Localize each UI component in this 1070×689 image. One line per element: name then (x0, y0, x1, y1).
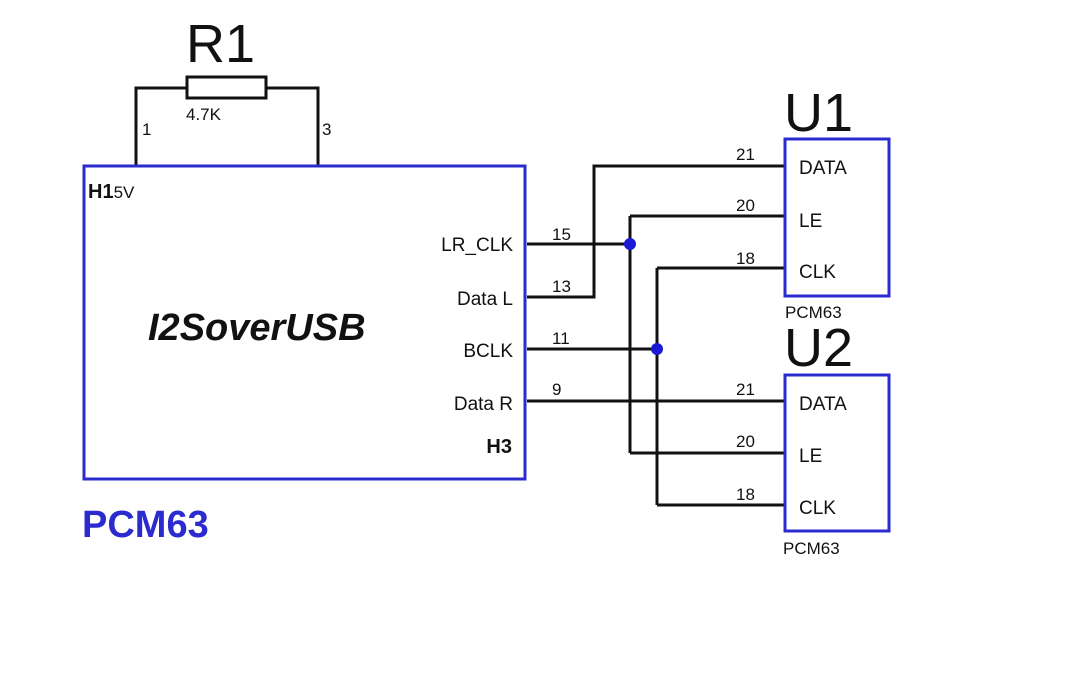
r1-wire (134, 86, 320, 165)
main-pin-bclk-name: BCLK (463, 341, 513, 362)
u1-pin-le-number: 20 (736, 196, 755, 215)
u1-outline (783, 137, 891, 298)
main-block-part-label: PCM63 (82, 504, 209, 546)
main-pin-datar-name: Data R (454, 394, 513, 415)
r1-pin-left-number: 1 (142, 120, 151, 139)
resistor-r1: R1 4.7K 1 3 (134, 14, 331, 165)
u1-pin-clk-name: CLK (799, 262, 836, 283)
main-block-footer-label: H3 (486, 436, 512, 458)
main-pin-lrclk-name: LR_CLK (441, 235, 513, 256)
chip-u2: U2 DATA LE CLK 21 20 18 PCM63 (736, 318, 891, 558)
main-block-header-voltage: 5V (114, 183, 135, 202)
nets: 15 13 11 9 (527, 164, 785, 507)
main-block-header: H15V (88, 181, 135, 203)
u2-part-label: PCM63 (783, 539, 840, 558)
u1-part-label: PCM63 (785, 303, 842, 322)
r1-body (185, 75, 268, 100)
junction-lrclk (624, 238, 636, 250)
main-block-header-label: H1 (88, 181, 114, 203)
u1-pin-clk-number: 18 (736, 249, 755, 268)
net-datal (527, 164, 785, 299)
junction-bclk (651, 343, 663, 355)
u2-refdes: U2 (784, 318, 853, 378)
r1-value: 4.7K (186, 105, 222, 124)
u2-pin-le-number: 20 (736, 432, 755, 451)
net-lrclk (527, 214, 785, 455)
u2-pin-le-name: LE (799, 446, 822, 467)
u2-pin-data-number: 21 (736, 380, 755, 399)
main-pin-bclk-number: 11 (552, 329, 570, 348)
r1-refdes: R1 (186, 14, 255, 74)
main-block-title: I2SoverUSB (148, 307, 366, 349)
r1-pin-right-number: 3 (322, 120, 331, 139)
u1-pin-data-number: 21 (736, 145, 755, 164)
main-pin-lrclk-number: 15 (552, 225, 571, 244)
u2-outline (783, 373, 891, 533)
u1-pin-data-name: DATA (799, 158, 847, 179)
u2-pin-data-name: DATA (799, 394, 847, 415)
main-pin-datal-number: 13 (552, 277, 571, 296)
chip-u1: U1 DATA LE CLK 21 20 18 PCM63 (736, 83, 891, 322)
main-block-outline (82, 164, 527, 481)
net-bclk (527, 266, 785, 507)
u2-pin-clk-name: CLK (799, 498, 836, 519)
u2-pin-clk-number: 18 (736, 485, 755, 504)
u1-refdes: U1 (784, 83, 853, 143)
main-pin-datar-number: 9 (552, 380, 561, 399)
u1-pin-le-name: LE (799, 211, 822, 232)
main-block: H15V I2SoverUSB LR_CLK Data L BCLK Data … (82, 164, 527, 546)
main-pin-datal-name: Data L (457, 289, 513, 310)
